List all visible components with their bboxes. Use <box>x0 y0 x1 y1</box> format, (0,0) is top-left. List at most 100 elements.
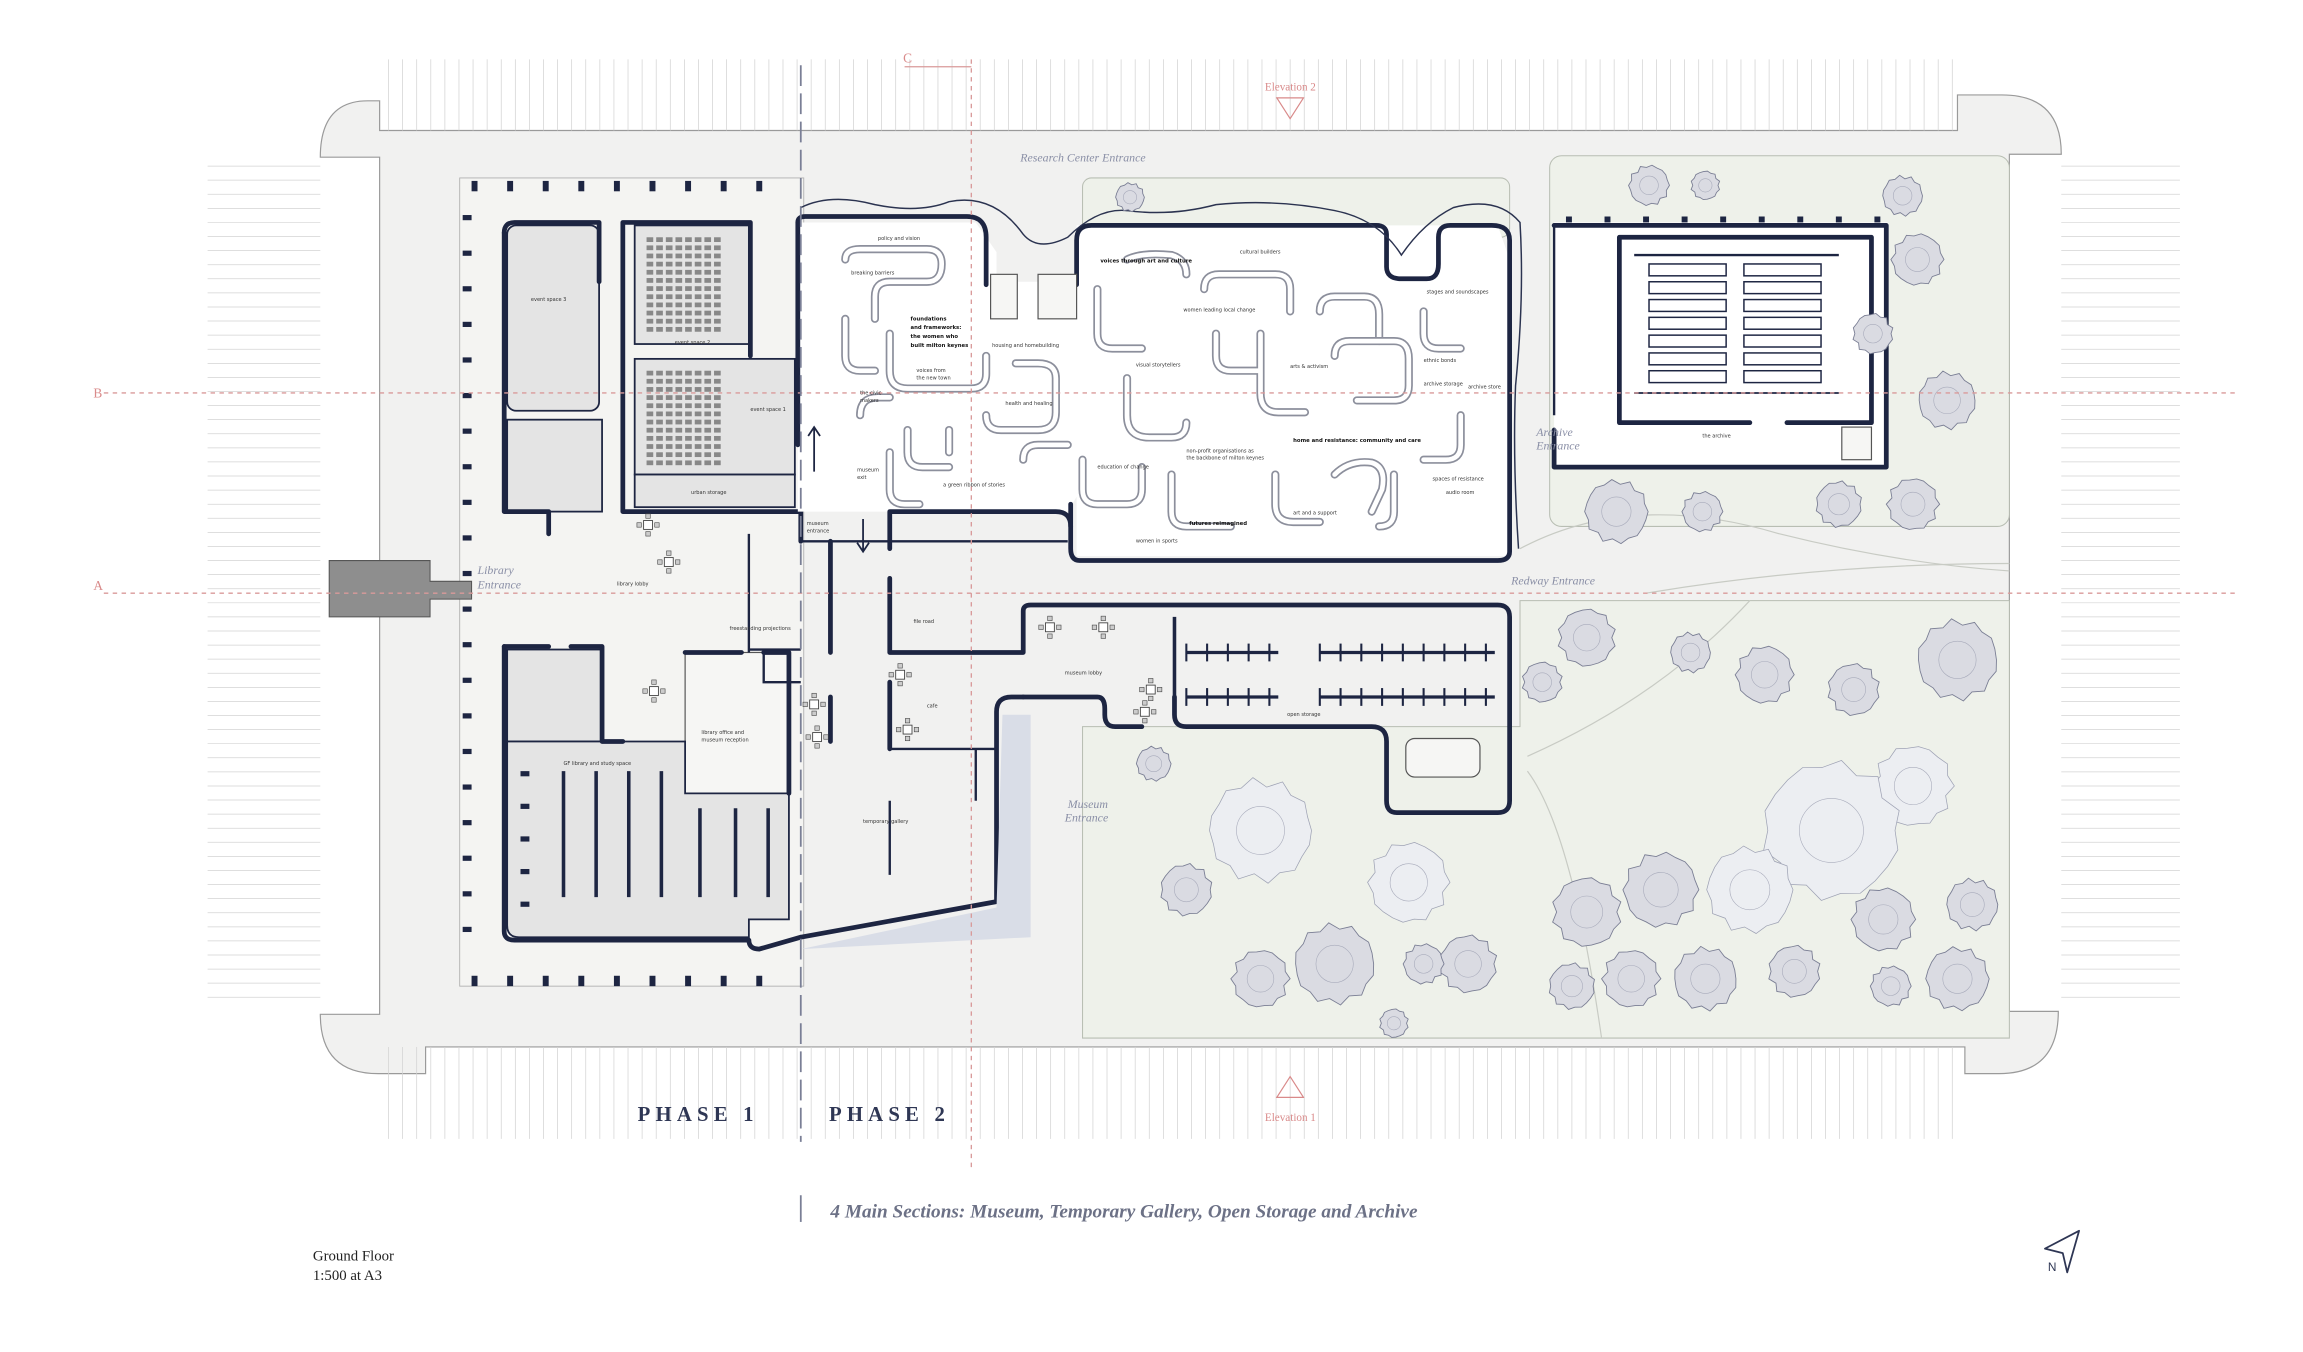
archive-rack <box>1743 281 1822 295</box>
auditorium-seat <box>675 261 683 267</box>
room-label: event space 2 <box>675 340 710 346</box>
auditorium-seat <box>694 237 702 243</box>
library-wall <box>501 644 804 952</box>
auditorium-seat <box>675 310 683 316</box>
auditorium-seat <box>704 302 712 308</box>
room-label: built milton keynes <box>911 343 969 349</box>
room-label: spaces of resistance <box>1433 476 1484 482</box>
park-path <box>1527 600 1751 757</box>
auditorium-seat <box>646 378 654 384</box>
room-label: health and healing <box>1005 401 1052 407</box>
auditorium-seat <box>646 370 654 376</box>
auditorium-seat <box>704 318 712 324</box>
column <box>520 836 530 842</box>
tree-canopy <box>1557 608 1616 667</box>
auditorium-seat <box>685 460 692 466</box>
room-label: home and resistance: community and care <box>1293 438 1421 444</box>
auditorium-seat <box>646 261 654 267</box>
column <box>462 321 472 327</box>
chair <box>1157 687 1163 693</box>
curved-partition <box>842 246 945 322</box>
tree-canopy <box>1295 922 1375 1006</box>
auditorium-seat <box>714 245 721 251</box>
drawing-subtitle: 4 Main Sections: Museum, Temporary Galle… <box>829 1201 1418 1222</box>
column <box>542 180 549 192</box>
tree-canopy-detail <box>1386 1016 1401 1031</box>
phase-2-label: PHASE 2 <box>829 1104 950 1126</box>
room-label: policy and vision <box>878 236 920 242</box>
auditorium-seat <box>665 261 673 267</box>
chair <box>651 679 657 685</box>
auditorium-seat <box>656 419 663 425</box>
column <box>462 428 472 434</box>
chair <box>666 550 672 556</box>
auditorium-seat <box>714 444 721 449</box>
auditorium-seat <box>704 435 712 441</box>
auditorium-seat <box>656 294 663 300</box>
archive-entrance-label: Entrance <box>1535 438 1579 452</box>
column <box>462 891 472 897</box>
svg-text:N: N <box>2048 1260 2057 1274</box>
chair <box>654 522 660 528</box>
tree-canopy-detail <box>1560 975 1583 998</box>
room-label: women in sports <box>1136 539 1178 545</box>
phase-1-label: PHASE 1 <box>638 1104 759 1126</box>
auditorium-seat <box>656 427 663 433</box>
tree-canopy <box>1552 877 1622 947</box>
auditorium-seat <box>694 419 702 425</box>
column <box>462 464 472 470</box>
auditorium-seat <box>675 419 683 425</box>
curved-partition <box>887 331 989 391</box>
auditorium-seat <box>656 435 663 441</box>
room-label: the backbone of milton keynes <box>1186 456 1264 462</box>
tree-canopy <box>1402 943 1445 985</box>
auditorium-seat <box>675 403 683 409</box>
auditorium-seat <box>714 310 721 316</box>
auditorium-seat <box>646 237 654 243</box>
chair <box>645 531 651 537</box>
auditorium-seat <box>675 253 683 259</box>
auditorium-seat <box>646 403 654 409</box>
tree-canopy <box>1734 645 1795 704</box>
room-label: freestanding projections <box>730 626 791 632</box>
chair <box>896 727 902 733</box>
redway-entrance-label: Redway Entrance <box>1510 573 1595 587</box>
chair <box>814 743 820 749</box>
tree-canopy-detail <box>1617 965 1645 993</box>
library-entrance-label: Library <box>477 563 515 577</box>
auditorium-seat <box>704 395 712 400</box>
tree-canopy <box>1521 661 1563 703</box>
tree-canopy <box>1827 663 1880 716</box>
auditorium-seat <box>665 286 673 291</box>
column <box>1720 216 1727 226</box>
chair <box>657 559 663 565</box>
tree-canopy <box>1918 370 1976 431</box>
column <box>462 215 472 221</box>
tree-canopy-detail <box>1959 892 1985 917</box>
auditorium-seat <box>646 269 654 275</box>
auditorium-seat <box>675 427 683 433</box>
column <box>462 642 472 648</box>
room-label: a green ribbon of stories <box>943 482 1005 488</box>
auditorium-seat <box>704 452 712 458</box>
auditorium-seat <box>665 387 673 392</box>
room-label: education of change <box>1097 465 1149 471</box>
curved-partition <box>857 395 952 470</box>
library-shelves <box>561 771 770 898</box>
chair <box>1047 615 1053 621</box>
auditorium-seat <box>714 452 721 458</box>
auditorium-seat <box>714 286 721 291</box>
archive-rack <box>1648 281 1727 295</box>
archive-rack <box>1743 316 1822 330</box>
auditorium-seat <box>665 427 673 433</box>
auditorium-seat <box>704 411 712 417</box>
chair <box>642 688 648 694</box>
auditorium-seat <box>656 395 663 400</box>
auditorium-seat <box>665 411 673 417</box>
auditorium-seat <box>714 253 721 259</box>
tree-canopy <box>1230 950 1291 1008</box>
tree-canopy-detail <box>1174 877 1199 903</box>
column <box>1758 216 1765 226</box>
auditorium-seat <box>656 318 663 324</box>
auditorium-seat <box>694 302 702 308</box>
